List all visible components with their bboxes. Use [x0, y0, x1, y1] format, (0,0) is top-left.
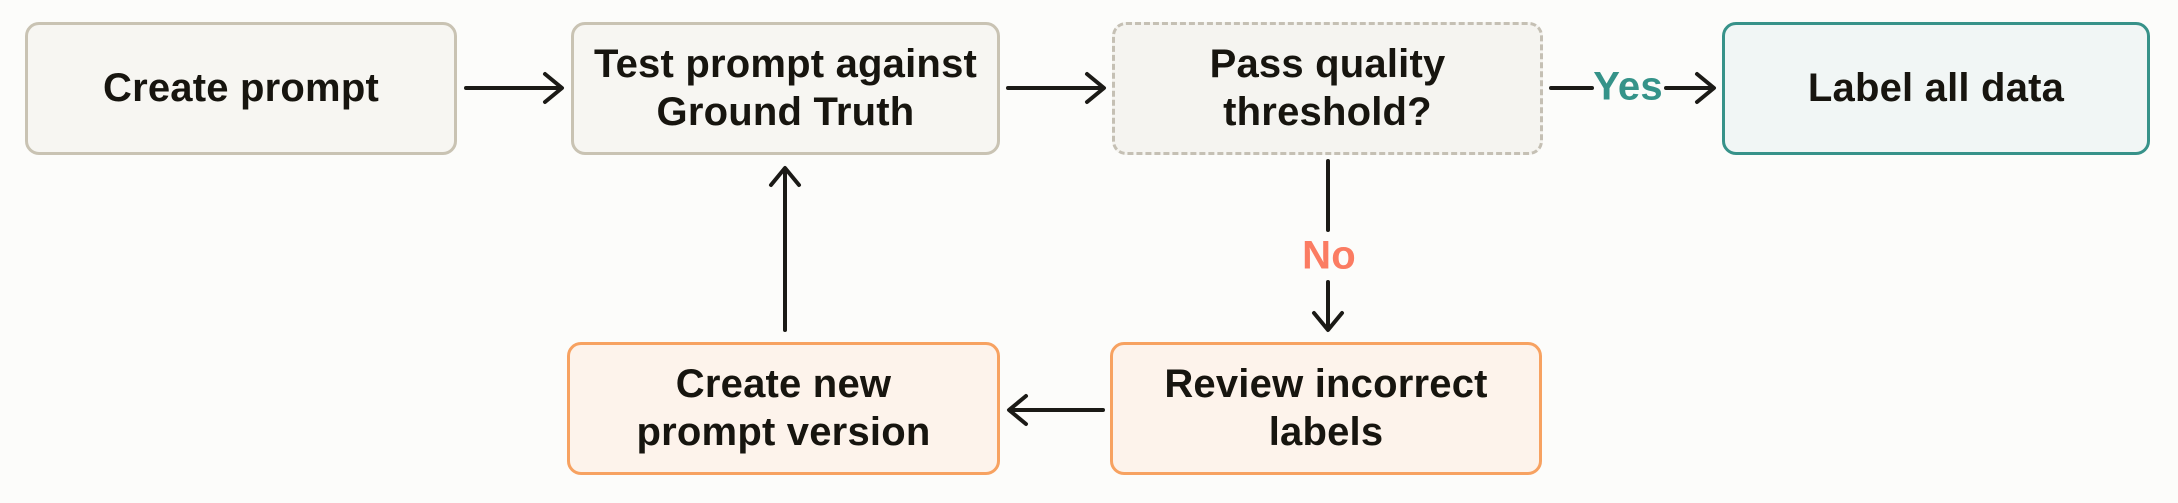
- arrow-test-to-threshold: [1006, 72, 1106, 104]
- arrow-review-to-newversion: [1007, 394, 1105, 426]
- node-label: Label all data: [1807, 65, 2065, 110]
- node-create-prompt: Create prompt: [25, 22, 457, 155]
- node-pass-quality-threshold: Pass quality threshold?: [1112, 22, 1543, 155]
- node-label: Create prompt: [103, 65, 379, 110]
- arrow-create-to-test: [464, 72, 564, 104]
- node-label: Review incorrect labels: [1164, 362, 1488, 454]
- node-label: Test prompt against Ground Truth: [593, 42, 978, 134]
- edge-label-yes: Yes: [1593, 64, 1663, 109]
- node-label: Pass quality threshold?: [1209, 42, 1446, 134]
- edge-label-no: No: [1302, 233, 1356, 278]
- arrow-newversion-to-test: [769, 166, 801, 332]
- node-create-new-prompt-version: Create new prompt version: [567, 342, 1000, 475]
- node-review-incorrect-labels: Review incorrect labels: [1110, 342, 1542, 475]
- node-label-all-data: Label all data: [1722, 22, 2150, 155]
- node-label: Create new prompt version: [636, 362, 931, 454]
- node-test-prompt: Test prompt against Ground Truth: [571, 22, 1000, 155]
